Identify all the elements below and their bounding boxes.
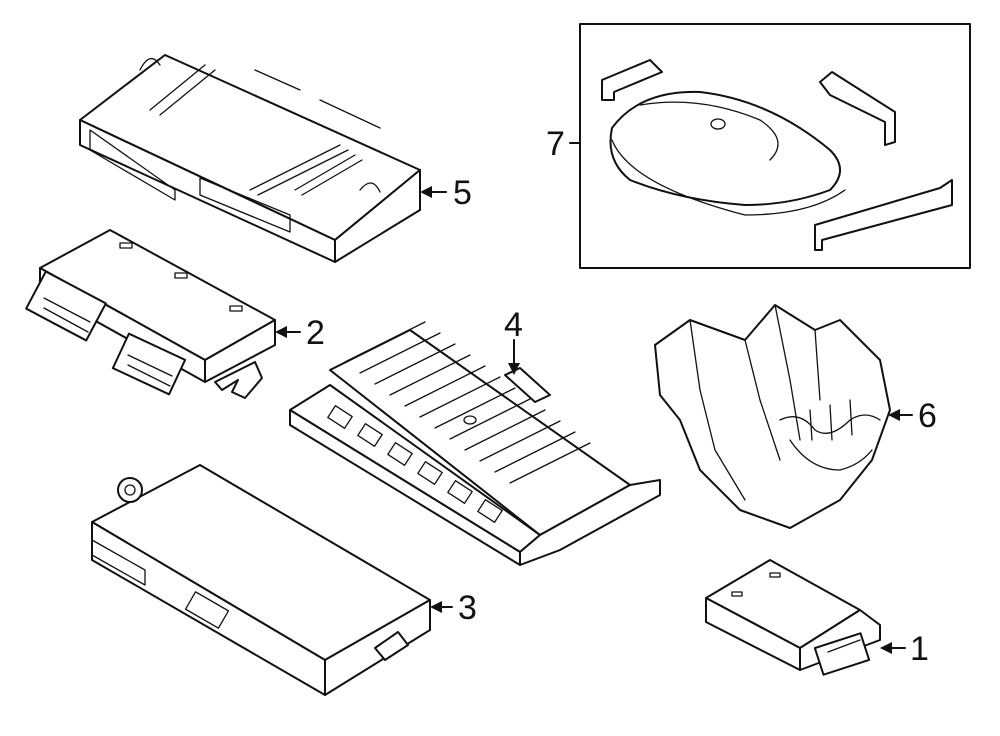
- callout-2: 2: [306, 314, 325, 352]
- callout-7: 7: [546, 125, 565, 163]
- part-7-frame: [579, 23, 971, 269]
- part-5-control-module: [79, 54, 421, 263]
- part-6-bracket: [654, 304, 891, 529]
- part-1-small-module: [705, 559, 881, 676]
- callout-1: 1: [910, 630, 929, 668]
- part-7-fuse-box-cover-kit: [579, 23, 971, 269]
- callout-6: 6: [918, 397, 937, 435]
- leader-lines: [275, 142, 913, 654]
- part-3-module: [91, 464, 431, 696]
- callout-5: 5: [453, 174, 472, 212]
- callout-3: 3: [458, 589, 477, 627]
- callout-4: 4: [504, 306, 523, 344]
- part-4-ribbed-module: [289, 321, 661, 566]
- part-2-module: [25, 229, 276, 399]
